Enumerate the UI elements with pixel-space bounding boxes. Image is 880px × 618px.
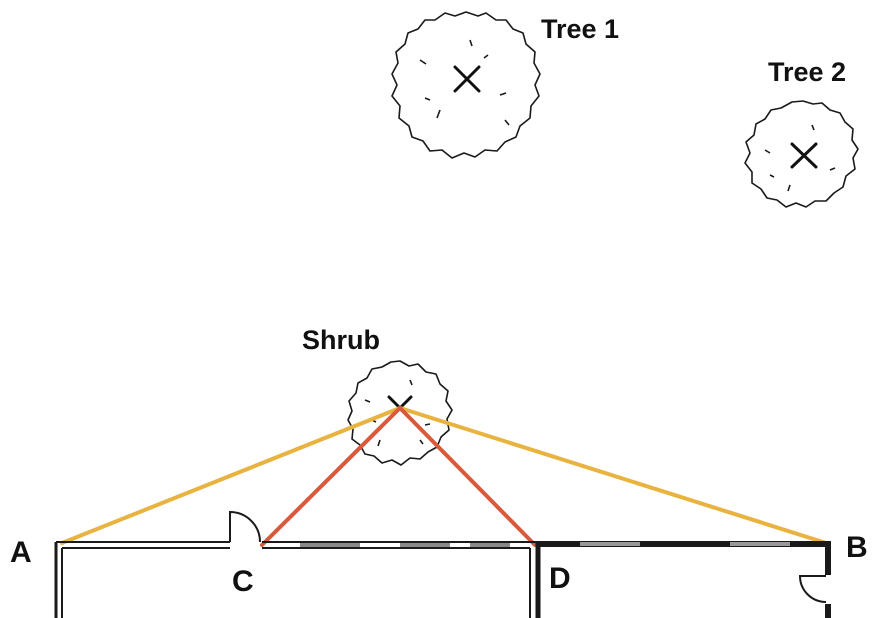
line-d-to-shrub (398, 406, 537, 547)
line-c-to-shrub (260, 406, 402, 547)
tree-1-label: Tree 1 (541, 14, 619, 44)
tree-canopy-icon (347, 360, 453, 466)
point-a-label: A (10, 536, 32, 569)
tree-canopy-icon (391, 11, 541, 159)
door-arc-icon (798, 575, 827, 603)
x-mark-icon (453, 65, 481, 93)
tree-2-label: Tree 2 (768, 57, 846, 87)
shrub-label: Shrub (302, 325, 380, 355)
point-b-label: B (846, 531, 868, 564)
line-b-to-shrub (398, 406, 828, 545)
door-arc-icon (229, 510, 261, 543)
tree-canopy-icon (744, 100, 859, 208)
point-c-label: C (232, 565, 254, 598)
line-a-to-shrub (60, 406, 402, 545)
tree-1: Tree 1 (391, 11, 619, 159)
house-walls (54, 541, 831, 618)
measurement-lines (60, 406, 828, 547)
point-d-label: D (549, 562, 571, 595)
x-mark-icon (790, 142, 818, 169)
shrub: Shrub (302, 325, 453, 466)
tree-2: Tree 2 (744, 57, 859, 208)
